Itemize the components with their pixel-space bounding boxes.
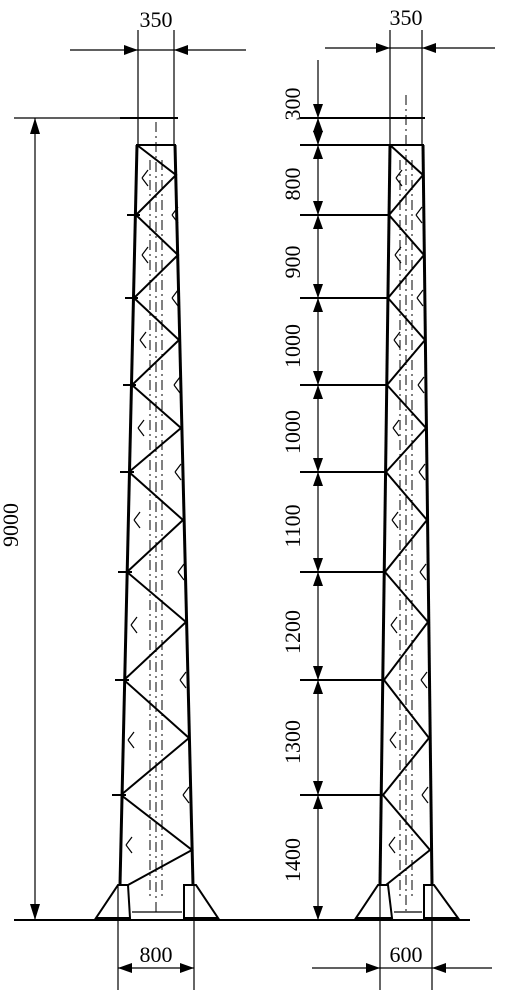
right-tick-marks (388, 169, 429, 854)
right-tower (300, 95, 460, 919)
left-height-label: 9000 (0, 503, 23, 547)
segment-label-6: 1200 (280, 610, 305, 654)
left-leg-right (173, 144, 195, 886)
left-base-plate-left (94, 884, 132, 919)
segment-label-2: 900 (280, 246, 305, 279)
left-base-plate-right (183, 884, 220, 919)
segment-label-0: 300 (280, 88, 305, 121)
right-top-width-label: 350 (390, 5, 423, 30)
left-leg-left (118, 144, 139, 886)
segment-label-1: 800 (280, 168, 305, 201)
right-base-plate-right (423, 884, 460, 919)
right-leg-right (421, 144, 434, 886)
left-top-dimension (70, 30, 246, 118)
left-height-dimension (14, 117, 120, 920)
right-top-dimension (325, 30, 495, 118)
right-base-width-label: 600 (390, 942, 423, 967)
right-segment-dimension-chain (313, 60, 323, 920)
segment-label-7: 1300 (280, 720, 305, 764)
right-leg-left (378, 144, 392, 886)
segment-label-5: 1100 (280, 504, 305, 547)
left-base-dimension (117, 885, 195, 990)
segment-label-8: 1400 (280, 838, 305, 882)
segment-label-4: 1000 (280, 410, 305, 454)
right-base-dimension (312, 885, 492, 990)
left-top-width-label: 350 (140, 7, 173, 32)
left-base-width-label: 800 (140, 942, 173, 967)
right-base-plate-left (354, 884, 394, 919)
left-tower (94, 117, 220, 919)
left-tick-marks (125, 169, 190, 854)
segment-label-3: 1000 (280, 324, 305, 368)
